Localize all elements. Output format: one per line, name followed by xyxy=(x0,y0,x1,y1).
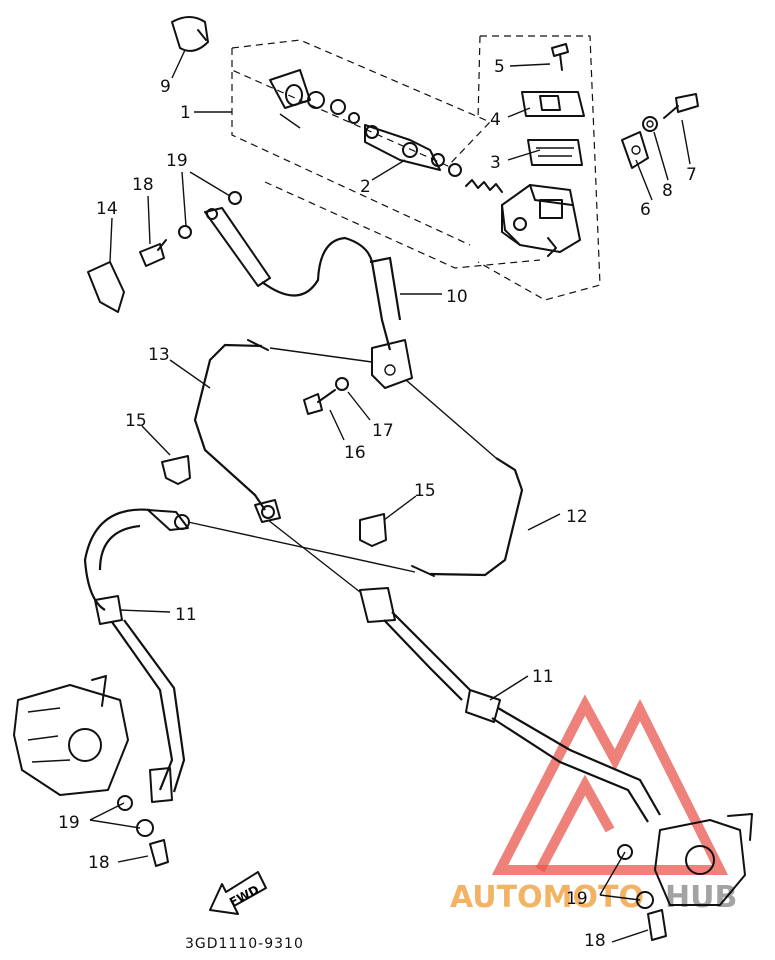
part-master-cylinder-body xyxy=(501,184,581,257)
fwd-arrow: FWD xyxy=(209,871,267,915)
part-bolt-7 xyxy=(663,93,699,119)
callout-16: 16 xyxy=(344,443,366,463)
callout-5: 5 xyxy=(494,57,505,77)
part-cover xyxy=(87,261,125,313)
part-washers-top xyxy=(178,191,242,239)
callout-18-right: 18 xyxy=(584,931,606,951)
callout-11-left: 11 xyxy=(175,605,197,625)
callout-14: 14 xyxy=(96,199,118,219)
part-clamp-right xyxy=(359,513,387,547)
leader-lines xyxy=(89,49,691,943)
diagram-code: 3GD1110-9310 xyxy=(185,936,304,952)
callout-3: 3 xyxy=(490,153,501,173)
part-brake-hose-10 xyxy=(261,236,402,351)
part-brake-hose-11-right xyxy=(359,587,661,823)
part-cap xyxy=(521,91,585,117)
part-spring xyxy=(465,179,503,193)
callout-12: 12 xyxy=(566,507,588,527)
part-brake-pipe-12 xyxy=(405,379,524,577)
callout-2: 2 xyxy=(360,177,371,197)
callout-17: 17 xyxy=(372,421,394,441)
callout-19-left: 19 xyxy=(58,813,80,833)
callout-7: 7 xyxy=(686,165,697,185)
part-junction-block xyxy=(371,339,413,389)
callout-15-left: 15 xyxy=(125,411,147,431)
part-screw-5 xyxy=(551,43,569,71)
callout-18-top: 18 xyxy=(132,175,154,195)
part-piston xyxy=(364,124,462,177)
fwd-label: FWD xyxy=(227,882,261,909)
callout-13: 13 xyxy=(148,345,170,365)
assembly-outlines xyxy=(231,35,601,301)
part-piston-kit xyxy=(269,69,360,129)
callout-4: 4 xyxy=(490,110,501,130)
part-caliper-left xyxy=(13,675,129,796)
part-hose-fitting-upper xyxy=(204,207,271,287)
callout-9: 9 xyxy=(160,77,171,97)
part-union-fittings xyxy=(147,499,416,593)
callout-19-right: 19 xyxy=(566,889,588,909)
watermark-logo: AUTOMOTO HUB xyxy=(450,694,737,915)
part-diaphragm xyxy=(527,139,583,166)
part-bleed-screws-bottom xyxy=(149,839,667,941)
callout-18-left: 18 xyxy=(88,853,110,873)
watermark-text-automoto: AUTOMOTO xyxy=(450,880,644,915)
callout-6: 6 xyxy=(640,200,651,220)
part-bleed-screw-top xyxy=(139,239,167,267)
part-washer-8 xyxy=(642,116,658,132)
callout-1: 1 xyxy=(180,103,191,123)
part-brake-pipe-13 xyxy=(193,339,373,511)
callout-8: 8 xyxy=(662,181,673,201)
part-bracket xyxy=(621,131,649,169)
callout-11-right: 11 xyxy=(532,667,554,687)
part-boot xyxy=(171,16,209,52)
callout-labels: 9 1 2 3 4 5 6 7 8 10 11 11 12 13 14 15 1… xyxy=(58,57,697,951)
part-brake-hose-11-left xyxy=(83,508,186,803)
callout-10: 10 xyxy=(446,287,468,307)
part-caliper-right xyxy=(654,813,753,906)
callout-15-right: 15 xyxy=(414,481,436,501)
callout-19-top: 19 xyxy=(166,151,188,171)
part-washer-17 xyxy=(335,377,349,391)
part-bolt-16 xyxy=(303,389,336,415)
part-clamp-left xyxy=(161,455,191,485)
